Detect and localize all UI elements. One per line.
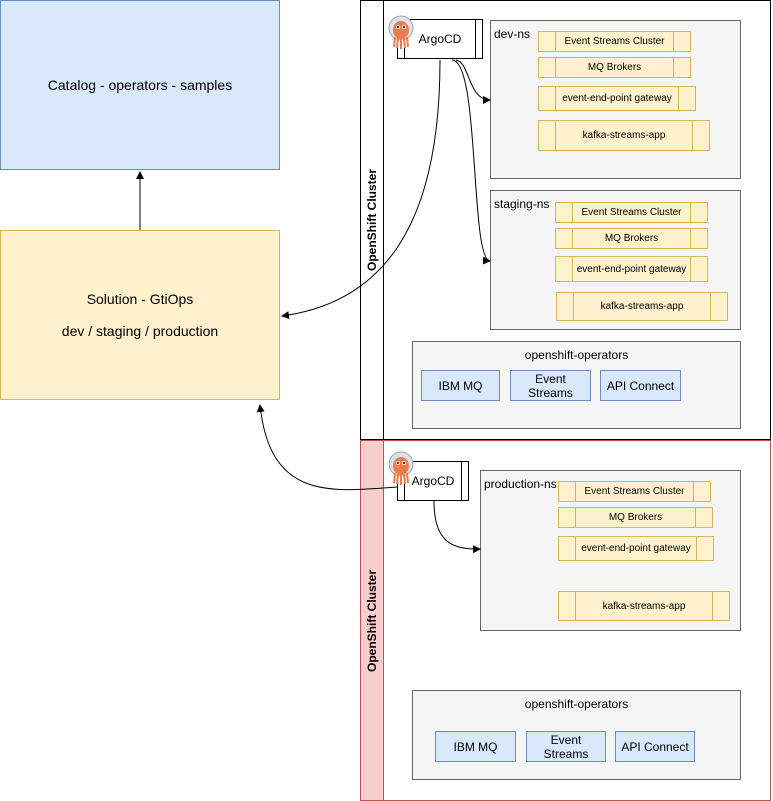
production-ns-title: production-ns xyxy=(484,477,557,491)
dev-event-streams-cluster[interactable]: Event Streams Cluster xyxy=(538,31,691,52)
dev-ns-title: dev-ns xyxy=(494,27,531,41)
solution-envs: dev / staging / production xyxy=(61,323,219,339)
argocd-octopus-icon xyxy=(388,15,414,49)
operators-top-title: openshift-operators xyxy=(524,348,629,362)
arrow-argocd-to-production-ns xyxy=(433,500,481,554)
prod-mq-brokers[interactable]: MQ Brokers xyxy=(558,507,713,528)
catalog-label: Catalog - operators - samples xyxy=(47,77,233,93)
staging-mq-brokers[interactable]: MQ Brokers xyxy=(555,228,708,249)
prod-kafka-streams-app[interactable]: kafka-streams-app xyxy=(558,591,730,621)
arrow-argocd-to-solution xyxy=(281,59,441,320)
operators-bottom-title: openshift-operators xyxy=(524,697,629,711)
arrow-argocd-to-solution-bottom xyxy=(256,404,398,491)
solution-box[interactable]: Solution - GtiOps dev / staging / produc… xyxy=(0,230,280,400)
prod-event-streams-cluster[interactable]: Event Streams Cluster xyxy=(558,481,711,502)
catalog-box[interactable]: Catalog - operators - samples xyxy=(0,0,280,170)
dev-mq-brokers[interactable]: MQ Brokers xyxy=(538,57,691,78)
solution-title: Solution - GtiOps xyxy=(86,291,194,307)
dev-event-end-point-gateway[interactable]: event-end-point gateway xyxy=(538,86,696,111)
argocd-bottom-label: ArgoCD xyxy=(411,474,455,488)
operator-ibm-mq-top[interactable]: IBM MQ xyxy=(421,370,500,401)
staging-event-streams-cluster[interactable]: Event Streams Cluster xyxy=(555,202,708,223)
argocd-top-label: ArgoCD xyxy=(418,32,462,46)
operator-api-connect-top[interactable]: API Connect xyxy=(600,370,681,401)
operator-api-connect-bottom[interactable]: API Connect xyxy=(615,731,695,762)
operator-event-streams-bottom[interactable]: Event Streams xyxy=(526,731,606,762)
argocd-octopus-icon xyxy=(388,451,414,485)
arrow-argocd-to-staging-ns xyxy=(451,59,491,265)
cluster-bottom-label: OpenShift Cluster xyxy=(361,441,384,800)
dev-kafka-streams-app[interactable]: kafka-streams-app xyxy=(538,120,710,151)
arrow-argocd-to-dev-ns xyxy=(455,59,491,104)
operator-event-streams-top[interactable]: Event Streams xyxy=(510,370,591,401)
operator-ibm-mq-bottom[interactable]: IBM MQ xyxy=(435,731,516,762)
staging-event-end-point-gateway[interactable]: event-end-point gateway xyxy=(555,256,708,282)
staging-kafka-streams-app[interactable]: kafka-streams-app xyxy=(556,292,728,321)
staging-ns-title: staging-ns xyxy=(494,197,550,211)
cluster-top-label: OpenShift Cluster xyxy=(361,1,384,439)
prod-event-end-point-gateway[interactable]: event-end-point gateway xyxy=(558,536,714,561)
